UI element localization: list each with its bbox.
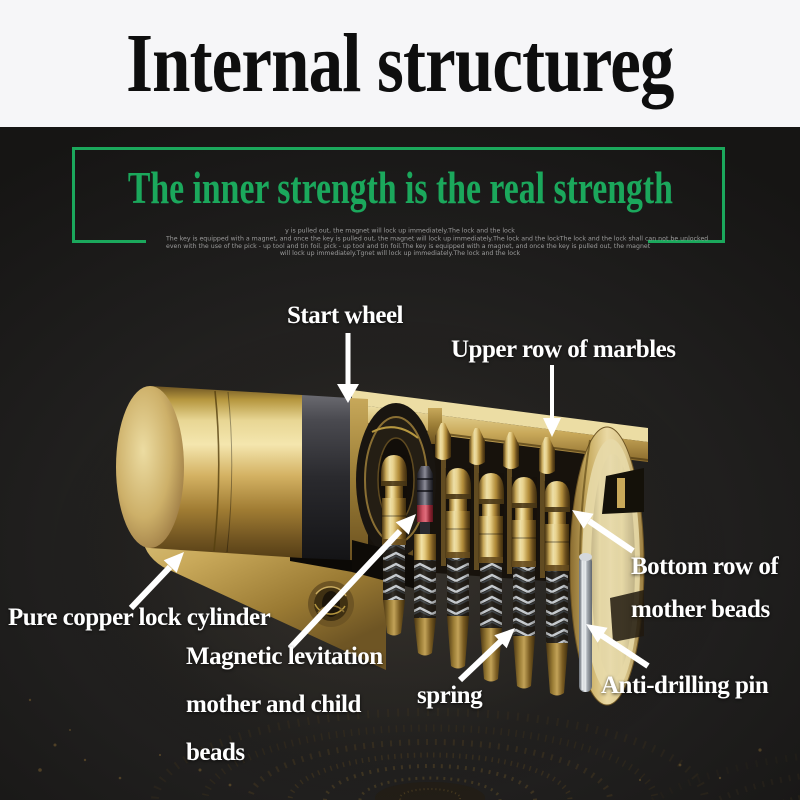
label-start-wheel: Start wheel — [287, 302, 404, 329]
label-spring: spring — [417, 682, 483, 709]
label-magnetic-line2: mother and child — [186, 691, 361, 718]
start-wheel-ring — [302, 395, 350, 560]
lock-barrel — [116, 386, 368, 561]
upper-pin — [469, 428, 485, 465]
headline-frame-bottom-right — [648, 240, 725, 243]
label-magnetic-line1: Magnetic levitation — [186, 643, 383, 670]
banner-headline: The inner strength is the real strength — [127, 163, 673, 213]
magnetic-pin-column — [414, 466, 436, 656]
ripple-decoration — [28, 698, 800, 800]
label-pure-copper: Pure copper lock cylinder — [8, 604, 271, 631]
magnet-red-band — [417, 505, 433, 522]
dark-section: The inner strength is the real strength … — [0, 127, 800, 800]
fine-print-line: even with the use of the pick - up tool … — [166, 242, 651, 250]
label-magnetic-line3: beads — [186, 739, 245, 766]
page-title: Internal structureg — [126, 21, 674, 106]
magnetic-arrow — [287, 514, 416, 651]
bottom-pin-column — [511, 477, 537, 689]
anti-drilling-pin-part — [579, 553, 592, 692]
pure-copper-arrow — [128, 552, 184, 611]
fine-print-line: y is pulled out, the magnet will lock up… — [285, 227, 515, 235]
upper-pin — [503, 432, 519, 469]
headline-frame — [72, 147, 725, 243]
label-anti-drilling: Anti-drilling pin — [601, 672, 769, 699]
upper-row-arrow — [543, 365, 561, 437]
annotation-arrows — [128, 333, 650, 683]
anti-drilling-arrow — [586, 624, 650, 669]
start-wheel-arrow — [337, 333, 359, 403]
banner: The inner strength is the real strength — [0, 166, 800, 211]
bottom-row-arrow — [572, 510, 635, 554]
fine-print: y is pulled out, the magnet will lock up… — [166, 227, 709, 258]
headline-frame-bottom-left — [72, 240, 146, 243]
lock-cutaway-illustration — [28, 315, 800, 800]
upper-row-pins — [435, 423, 555, 474]
page-title-text: Internal structureg — [126, 16, 674, 110]
upper-pin — [539, 437, 555, 474]
bottom-pin-column — [445, 468, 471, 669]
spring-arrow — [457, 628, 515, 683]
bottom-pin-column — [544, 481, 570, 696]
fine-print-line: The key is equipped with a magnet, and o… — [166, 234, 709, 242]
upper-pin — [435, 423, 451, 460]
bottom-pin-column — [381, 455, 407, 636]
barrel-end-cap — [116, 386, 184, 548]
fine-print-line: will lock up immediately.Tgnet will lock… — [279, 249, 521, 257]
header-band: Internal structureg — [0, 0, 800, 127]
bottom-pin-column — [478, 473, 504, 682]
label-bottom-row-line1: Bottom row of — [631, 553, 779, 580]
label-bottom-row-line2: mother beads — [631, 596, 770, 623]
label-upper-row: Upper row of marbles — [451, 336, 676, 363]
